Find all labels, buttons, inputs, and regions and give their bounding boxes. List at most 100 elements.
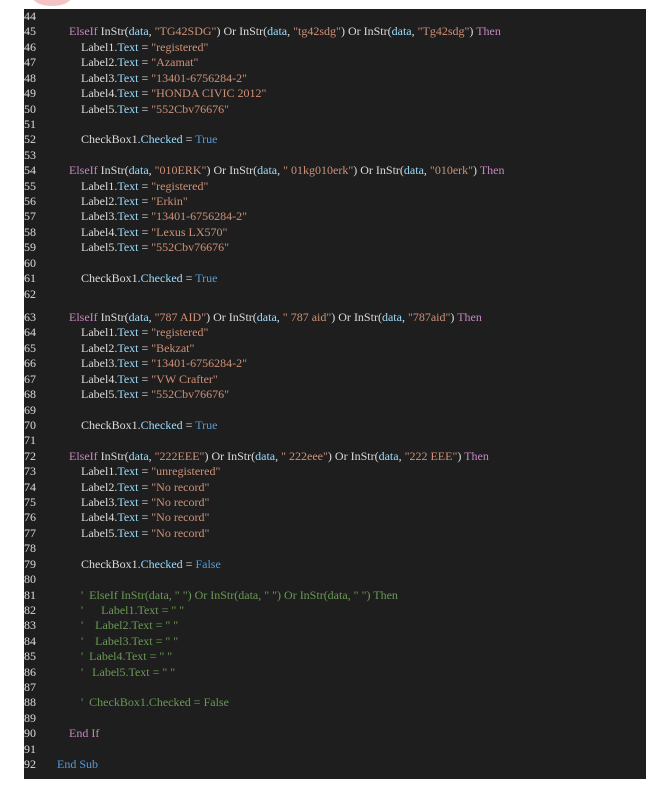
code-token: End Sub [57,757,99,772]
code-line[interactable]: 80 [24,572,646,587]
code-token: Then [479,163,505,178]
code-line[interactable]: 83' Label2.Text = " " [24,618,646,633]
code-token: , [411,24,418,39]
line-number: 53 [24,147,36,162]
code-token: ) Or [206,163,230,178]
code-token: Text [117,387,139,402]
code-text: ' Label3.Text = " " [81,634,178,649]
code-token: ' ElseIf InStr(data, " ") Or InStr(data,… [81,587,398,602]
code-text: Label3.Text = "No record" [81,495,209,510]
code-token: Checked [140,271,183,286]
code-token: Checked [140,556,183,571]
code-token: True [195,132,218,147]
code-token: ' Label2.Text = " " [81,618,179,633]
code-token: "TG42SDG" [154,24,217,39]
code-token: data [128,448,149,463]
code-token: ) [457,448,465,463]
code-line[interactable]: 86' Label5.Text = " " [24,665,646,680]
code-token: Label3. [81,495,118,510]
code-token: , [287,24,294,39]
code-text: Label3.Text = "13401-6756284-2" [81,209,247,224]
code-token: "Azamat" [151,55,199,70]
code-text: Label2.Text = "Azamat" [81,55,198,70]
code-token: "Bekzat" [151,340,195,355]
code-token: , [401,309,408,324]
code-token: data [391,24,412,39]
code-token: Label4. [81,224,118,239]
code-token: InStr( [100,448,129,463]
code-token: ) Or [206,309,229,324]
code-token: Label4. [81,510,118,525]
code-line[interactable]: 82' Label1.Text = " " [24,603,646,618]
code-line[interactable]: 51 [24,117,646,132]
code-token: , [148,24,155,39]
code-text: ' Label4.Text = " " [81,649,172,664]
code-line[interactable]: 81' ElseIf InStr(data, " ") Or InStr(dat… [24,588,646,603]
code-token: Then [476,24,501,39]
line-number: 78 [24,541,36,556]
code-line[interactable]: 87 [24,680,646,695]
line-number: 49 [24,86,36,101]
line-number: 51 [24,116,36,131]
code-token: Then [457,309,482,324]
code-text: Label1.Text = "registered" [81,179,208,194]
code-token: " 787 aid" [282,309,332,324]
code-token: Label3. [81,356,118,371]
code-token: , [277,163,284,178]
code-token: data [256,309,277,324]
code-line[interactable]: 84' Label3.Text = " " [24,634,646,649]
code-token: InStr( [227,448,256,463]
code-text: Label1.Text = "registered" [81,325,208,340]
code-line[interactable]: 53 [24,148,646,163]
code-token: "Erkin" [151,194,188,209]
code-line[interactable]: 89 [24,711,646,726]
code-line[interactable]: 71 [24,433,646,448]
code-line[interactable]: 78 [24,541,646,556]
code-token: Text [117,464,139,479]
code-token: True [195,417,218,432]
code-token: Label5. [81,101,118,116]
code-line[interactable]: 85' Label4.Text = " " [24,649,646,664]
code-line[interactable]: 88' CheckBox1.Checked = False [24,695,646,710]
code-line[interactable]: 69 [24,403,646,418]
code-token: Text [117,70,139,85]
code-line[interactable]: 91 [24,742,646,757]
code-line[interactable]: 44 [24,9,646,24]
code-token: Label4. [81,371,118,386]
code-token: Text [117,495,139,510]
code-token: data [378,448,399,463]
code-line[interactable]: 60 [24,256,646,271]
code-line[interactable]: 62 [24,287,646,302]
